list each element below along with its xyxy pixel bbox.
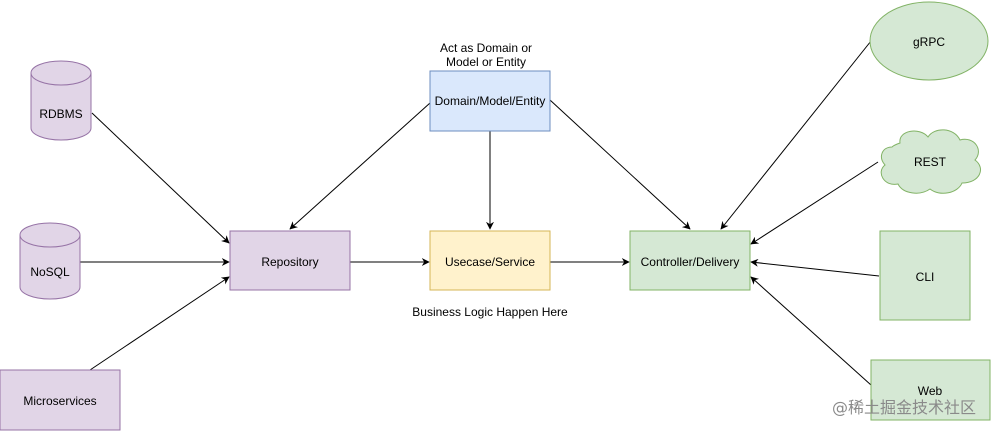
repository-label: Repository <box>261 255 318 269</box>
web-node: Web <box>870 359 991 421</box>
nosql-label: NoSQL <box>30 265 70 279</box>
cli-node: CLI <box>879 230 971 321</box>
watermark: @稀土掘金技术社区 <box>832 398 976 417</box>
rest-cloud-node: REST <box>880 129 981 194</box>
arrow-cli-controller <box>750 258 880 277</box>
cli-label: CLI <box>916 270 935 284</box>
usecase-service-node: Usecase/Service <box>429 230 551 291</box>
repository-node: Repository <box>229 230 351 291</box>
domain-note-line2: Model or Entity <box>446 55 526 69</box>
grpc-label: gRPC <box>913 35 945 49</box>
nosql-database-node: NoSQL <box>19 222 81 300</box>
microservices-node: Microservices <box>0 369 121 431</box>
microservices-label: Microservices <box>23 394 96 408</box>
arrow-domain-repository <box>289 102 431 230</box>
connectors <box>80 40 880 386</box>
arrow-web-controller <box>750 276 872 386</box>
arrow-grpc-controller <box>720 40 872 230</box>
domain-note-line1: Act as Domain or <box>440 41 532 55</box>
rdbms-database-node: RDBMS <box>30 60 92 141</box>
arrow-microservices-repository <box>89 276 230 371</box>
usecase-label: Usecase/Service <box>445 255 535 269</box>
controller-label: Controller/Delivery <box>641 255 740 269</box>
rdbms-label: RDBMS <box>39 107 82 121</box>
controller-delivery-node: Controller/Delivery <box>629 230 751 291</box>
rest-label: REST <box>914 155 947 169</box>
arrow-rdbms-repository <box>91 112 230 244</box>
grpc-node: gRPC <box>869 1 989 81</box>
domain-label: Domain/Model/Entity <box>435 94 546 108</box>
arrow-rest-controller <box>750 161 879 245</box>
domain-model-entity-node: Domain/Model/Entity <box>429 70 551 132</box>
usecase-note: Business Logic Happen Here <box>412 305 568 319</box>
web-label: Web <box>918 384 943 398</box>
arrow-domain-controller <box>549 99 691 230</box>
